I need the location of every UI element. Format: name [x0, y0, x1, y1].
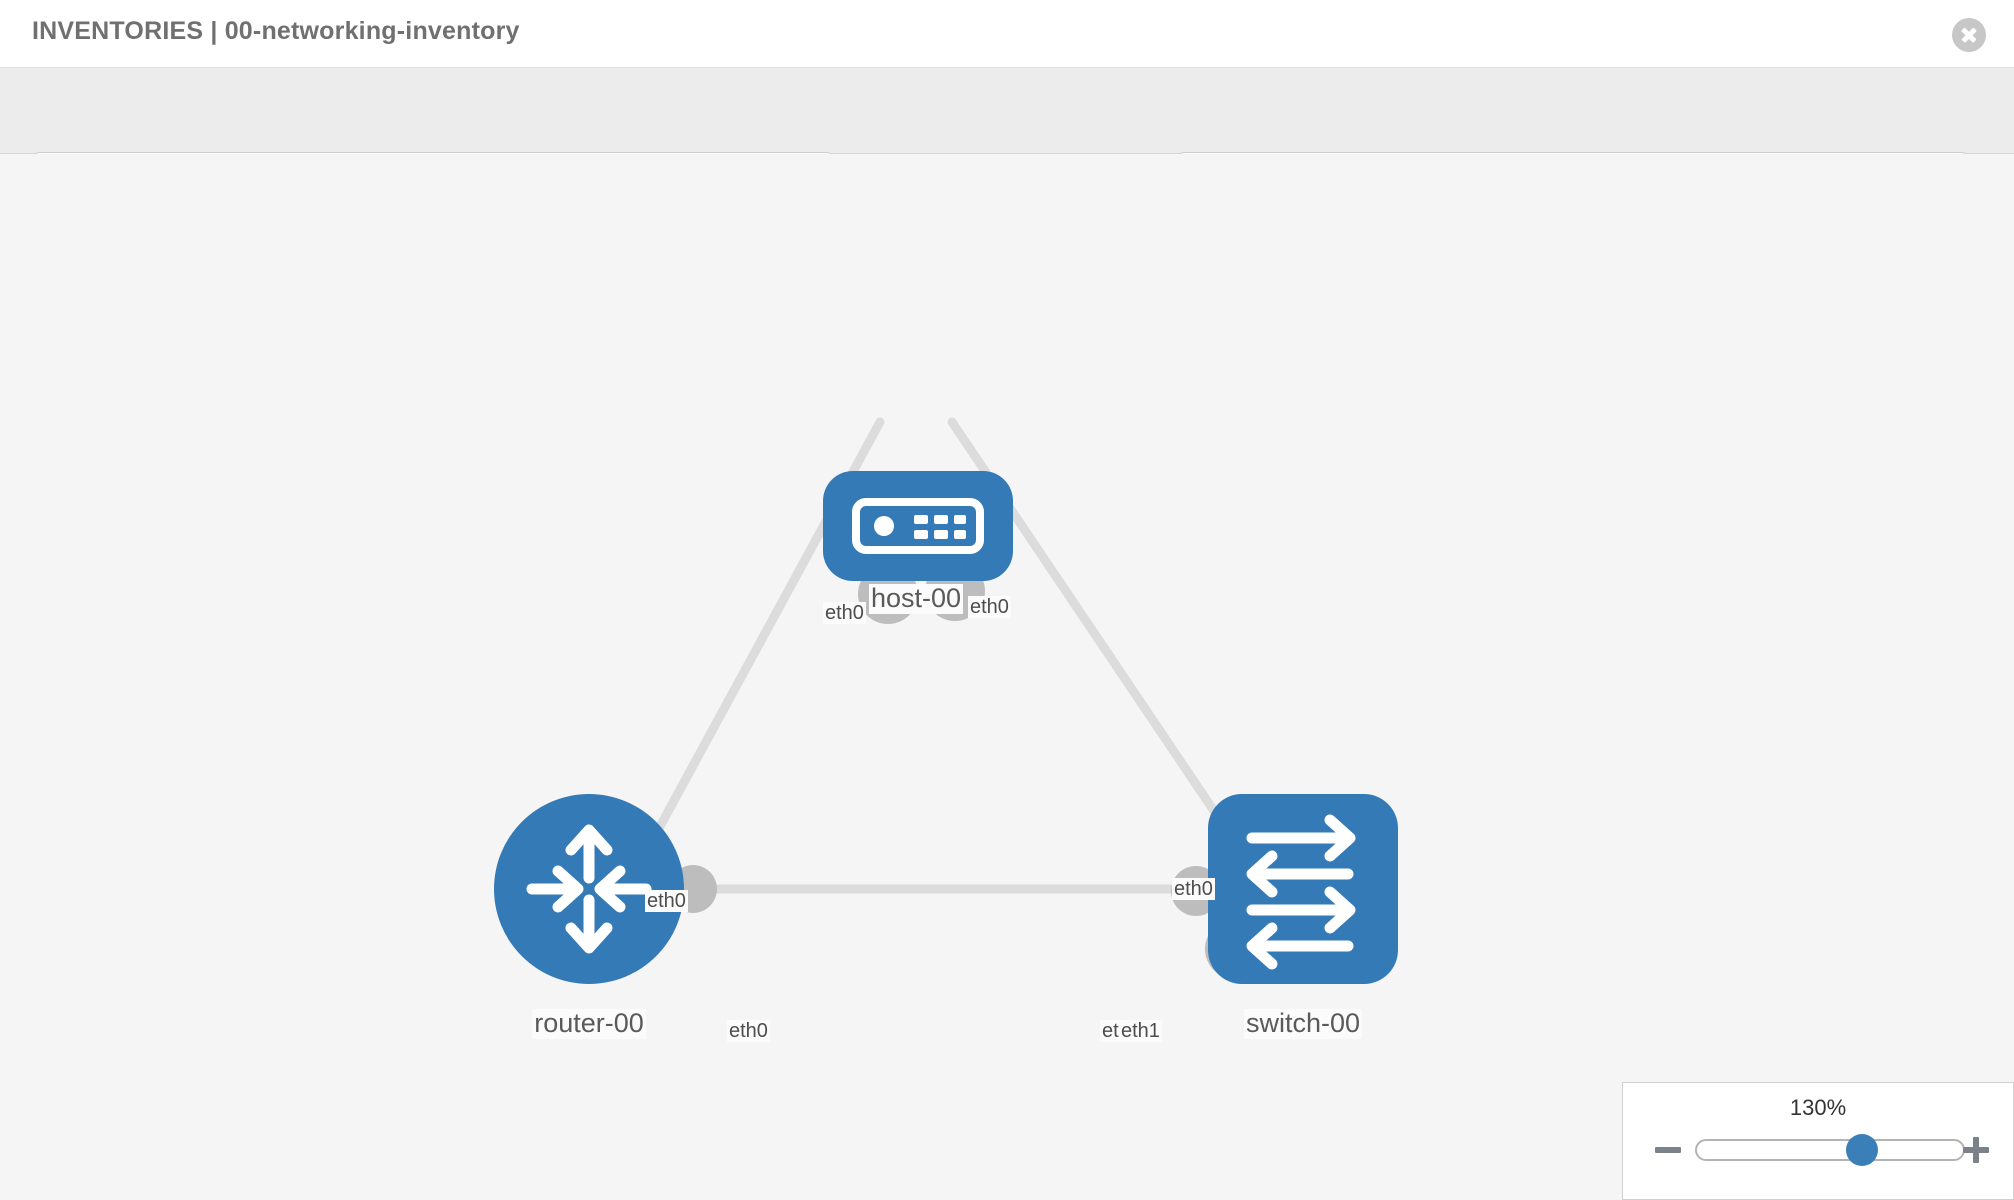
node-label-host-00: host-00 [868, 583, 964, 614]
topology-graph [494, 417, 1398, 984]
server-icon [852, 498, 984, 554]
switch-arrows-icon [1246, 814, 1356, 970]
node-switch-00 [1208, 794, 1398, 984]
node-label-router-00: router-00 [532, 1008, 646, 1039]
node-host-00 [823, 471, 1013, 581]
link-label-host00-switch00-far: eth0 [1172, 878, 1215, 900]
toolbar: ACTIONS SEARCH [0, 68, 2014, 206]
zoom-in-button[interactable] [1961, 1135, 1991, 1165]
topology-canvas[interactable]: host-00 router-00 switch-00 eth0 eth0 et… [0, 154, 2014, 1200]
page-title: INVENTORIES | 00-networking-inventory [32, 17, 520, 45]
close-icon[interactable] [1952, 18, 1986, 52]
link-label-host00-router00-near: eth0 [823, 602, 866, 624]
node-router-00 [494, 794, 684, 984]
zoom-level-value: 130% [1789, 1095, 1847, 1120]
router-arrows-icon [526, 824, 652, 954]
zoom-out-button[interactable] [1653, 1135, 1683, 1165]
link-label-host00-switch00-near: eth0 [968, 596, 1011, 618]
link-label-router00-switch00-far: eth1 [1119, 1020, 1162, 1042]
link-label-router00-switch00-near: eth0 [727, 1020, 770, 1042]
zoom-slider[interactable] [1695, 1134, 1965, 1166]
link-label-host00-router00-far: eth0 [645, 890, 688, 912]
zoom-slider-thumb[interactable] [1845, 1134, 1878, 1166]
topology-connectors [669, 561, 1265, 979]
zoom-control-panel: 130% [1622, 1082, 2014, 1200]
page-header: INVENTORIES | 00-networking-inventory [0, 0, 2014, 68]
node-label-switch-00: switch-00 [1243, 1008, 1363, 1039]
